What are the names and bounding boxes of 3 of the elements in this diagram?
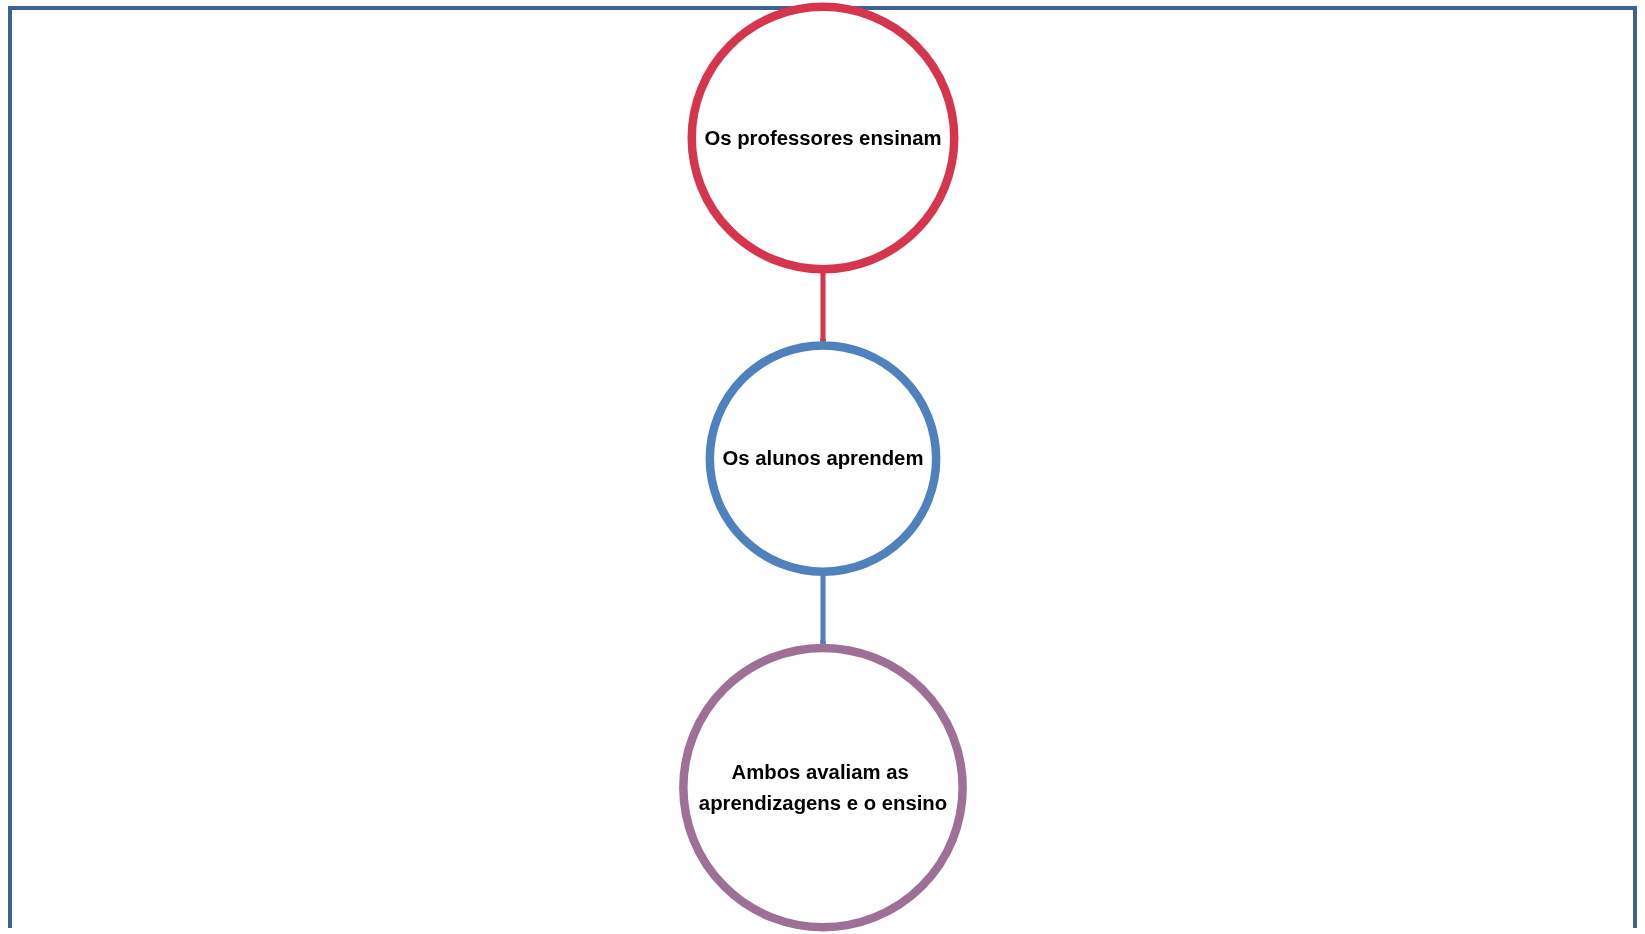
node-circle: Os alunos aprendem [705,341,940,576]
node-circle: Os professores ensinam [687,2,958,274]
node-circle: Ambos avaliam as aprendizagens e o ensino [678,643,967,932]
